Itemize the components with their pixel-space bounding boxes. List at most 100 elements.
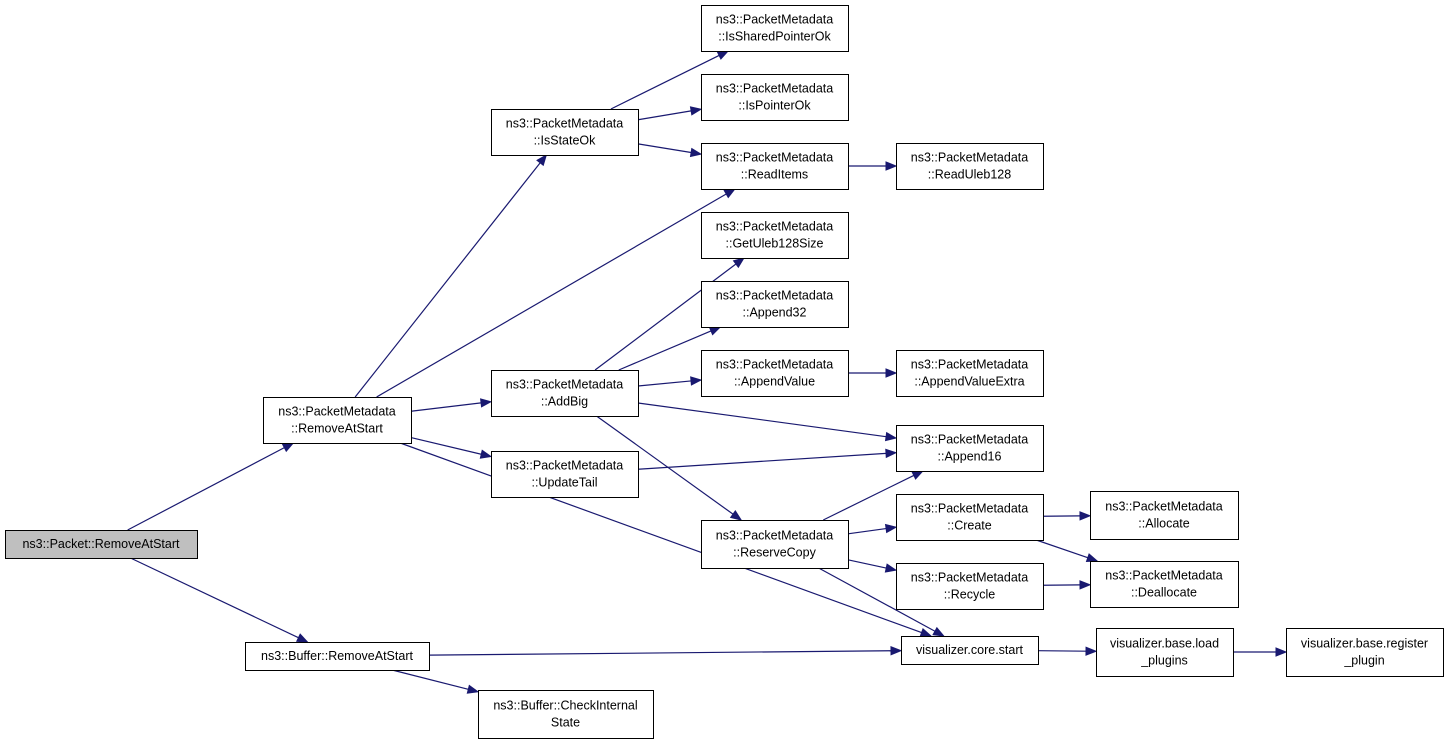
node-box — [263, 397, 412, 444]
nodes-layer: ns3::Packet::RemoveAtStartns3::PacketMet… — [5, 5, 1444, 739]
edge-load_plugins-to-register_plugin — [1233, 647, 1288, 657]
arrowhead — [885, 448, 898, 459]
edge-add_big-to-append16 — [637, 402, 898, 442]
arrowhead — [723, 188, 737, 199]
arrowhead — [884, 523, 898, 534]
edge-line — [637, 402, 887, 438]
arrowhead — [1085, 553, 1099, 563]
node-label-line: ns3::Buffer::CheckInternal — [493, 699, 637, 713]
arrowhead — [480, 398, 493, 408]
node-box — [1090, 491, 1239, 540]
node-label-line: ns3::PacketMetadata — [1105, 500, 1222, 514]
arrowhead — [732, 257, 746, 269]
node-update-tail[interactable]: ns3::PacketMetadata::UpdateTail — [491, 451, 639, 498]
node-label-line: State — [551, 716, 580, 730]
node-create[interactable]: ns3::PacketMetadata::Create — [896, 494, 1044, 541]
node-get-uleb-size[interactable]: ns3::PacketMetadata::GetUleb128Size — [701, 212, 849, 259]
node-label-line: ::Append16 — [938, 450, 1002, 464]
arrowhead — [911, 470, 924, 480]
arrowhead — [884, 431, 898, 442]
node-label-line: ::AddBig — [541, 395, 588, 409]
node-label-line: _plugins — [1140, 654, 1188, 668]
node-label-line: ns3::PacketMetadata — [911, 433, 1028, 447]
node-recycle[interactable]: ns3::PacketMetadata::Recycle — [896, 563, 1044, 610]
edge-line — [1036, 539, 1088, 559]
node-box — [478, 690, 654, 739]
node-deallocate[interactable]: ns3::PacketMetadata::Deallocate — [1090, 561, 1239, 608]
node-is-pointer-ok[interactable]: ns3::PacketMetadata::IsPointerOk — [701, 74, 849, 121]
node-read-items[interactable]: ns3::PacketMetadata::ReadItems — [701, 143, 849, 190]
node-add-big[interactable]: ns3::PacketMetadata::AddBig — [491, 370, 639, 417]
node-label-line: ns3::PacketMetadata — [716, 220, 833, 234]
node-label-line: ::ReserveCopy — [733, 546, 816, 560]
node-label-line: ::AppendValue — [734, 375, 815, 389]
edge-read_items-to-read_uleb — [848, 161, 898, 171]
edge-pm_remove-to-vis_start — [400, 442, 933, 637]
node-vis-start[interactable]: visualizer.core.start — [901, 636, 1039, 665]
arrowhead — [1079, 511, 1092, 521]
node-append-value[interactable]: ns3::PacketMetadata::AppendValue — [701, 350, 849, 397]
node-is-state-ok[interactable]: ns3::PacketMetadata::IsStateOk — [491, 109, 639, 156]
node-label-line: ns3::PacketMetadata — [716, 358, 833, 372]
edge-reserve_copy-to-recycle — [847, 559, 898, 573]
node-is-shared-ptr[interactable]: ns3::PacketMetadata::IsSharedPointerOk — [701, 5, 849, 52]
edge-update_tail-to-append16 — [637, 448, 898, 470]
edge-is_state_ok-to-read_items — [637, 143, 703, 158]
node-label-line: ns3::PacketMetadata — [716, 151, 833, 165]
edge-pm_remove-to-is_state_ok — [354, 153, 548, 398]
node-label-line: ::RemoveAtStart — [291, 422, 383, 436]
node-label-line: ::IsPointerOk — [738, 99, 811, 113]
node-box — [901, 636, 1039, 665]
node-root[interactable]: ns3::Packet::RemoveAtStart — [5, 530, 198, 559]
edge-buf_remove-to-check_internal — [392, 669, 480, 694]
edge-vis_start-to-load_plugins — [1037, 646, 1098, 656]
node-append32[interactable]: ns3::PacketMetadata::Append32 — [701, 281, 849, 328]
node-box — [245, 642, 430, 671]
node-append16[interactable]: ns3::PacketMetadata::Append16 — [896, 425, 1044, 472]
arrowhead — [1079, 580, 1092, 590]
edge-create-to-allocate — [1042, 511, 1092, 521]
node-append-value-extra[interactable]: ns3::PacketMetadata::AppendValueExtra — [896, 350, 1044, 397]
edge-pm_remove-to-read_items — [376, 188, 737, 398]
node-label-line: visualizer.base.register — [1301, 637, 1428, 651]
node-buf-remove[interactable]: ns3::Buffer::RemoveAtStart — [245, 642, 430, 671]
edge-line — [610, 54, 720, 110]
node-reserve-copy[interactable]: ns3::PacketMetadata::ReserveCopy — [701, 520, 849, 569]
node-allocate[interactable]: ns3::PacketMetadata::Allocate — [1090, 491, 1239, 540]
edge-add_big-to-append_value — [637, 376, 703, 387]
node-box — [701, 520, 849, 569]
edge-buf_remove-to-vis_start — [428, 646, 903, 656]
node-box — [701, 212, 849, 259]
edge-create-to-deallocate — [1036, 539, 1099, 563]
arrowhead — [885, 161, 898, 171]
edge-line — [847, 559, 887, 569]
arrowhead — [716, 50, 730, 60]
edge-line — [637, 380, 692, 387]
node-box — [896, 494, 1044, 541]
node-read-uleb[interactable]: ns3::PacketMetadata::ReadUleb128 — [896, 143, 1044, 190]
arrowhead — [690, 376, 703, 386]
arrowhead — [479, 449, 493, 459]
node-load-plugins[interactable]: visualizer.base.load_plugins — [1096, 628, 1234, 677]
arrowhead — [1085, 646, 1098, 656]
edge-reserve_copy-to-vis_start — [818, 567, 945, 637]
node-label-line: ::Append32 — [743, 306, 807, 320]
edge-line — [637, 143, 692, 154]
edge-line — [400, 442, 922, 634]
arrowhead — [536, 153, 548, 167]
edge-line — [376, 193, 727, 398]
edge-line — [618, 330, 712, 371]
edge-root-to-buf_remove — [130, 557, 309, 643]
node-label-line: ns3::PacketMetadata — [506, 459, 623, 473]
arrowhead — [466, 684, 480, 694]
node-label-line: ::Create — [947, 519, 992, 533]
node-box — [1096, 628, 1234, 677]
arrowhead — [295, 633, 309, 643]
node-box — [896, 563, 1044, 610]
node-register-plugin[interactable]: visualizer.base.register_plugin — [1286, 628, 1444, 677]
node-box — [5, 530, 198, 559]
node-pm-remove[interactable]: ns3::PacketMetadata::RemoveAtStart — [263, 397, 412, 444]
edge-line — [127, 447, 285, 531]
